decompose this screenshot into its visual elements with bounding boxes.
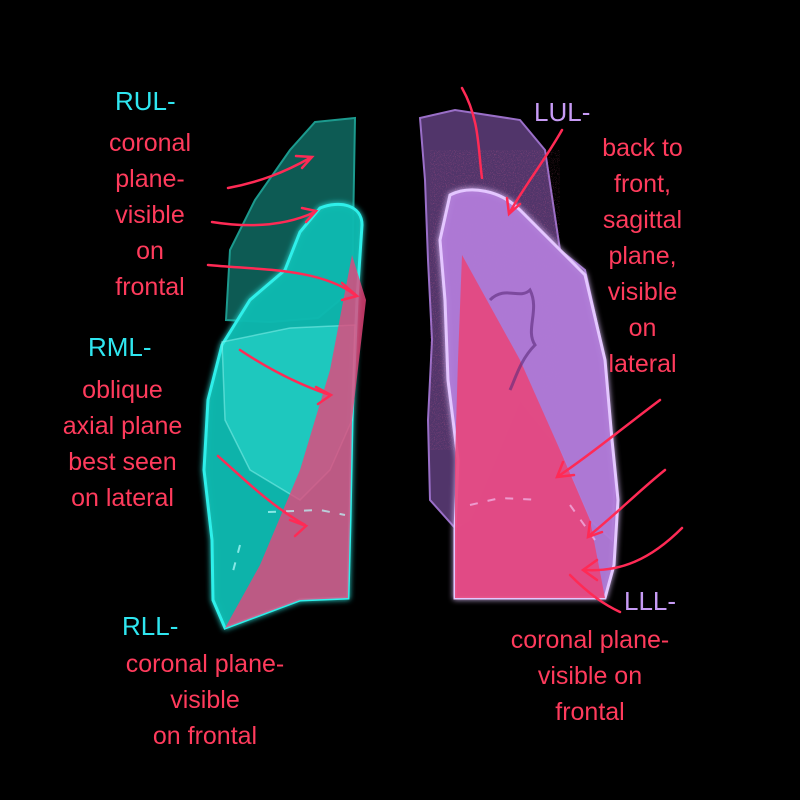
rul-desc-line: visible xyxy=(115,201,185,229)
lll-desc-line: frontal xyxy=(555,698,625,726)
rul-desc-line: coronal xyxy=(109,129,191,157)
lll-desc-line: visible on xyxy=(537,662,643,690)
rml-description: oblique axial plane best seen on lateral xyxy=(45,372,200,516)
rll-description: coronal plane- visible on frontal xyxy=(100,646,310,754)
rul-desc-line: on xyxy=(136,237,164,265)
lul-desc-line: plane, xyxy=(608,242,677,270)
rul-title: RUL- xyxy=(115,86,176,116)
rml-desc-line: oblique xyxy=(82,376,163,404)
right-fissure-dashes xyxy=(231,508,346,576)
rml-desc-line: best seen xyxy=(68,448,177,476)
rml-desc-line: on lateral xyxy=(71,484,174,512)
lul-desc-line: on xyxy=(628,314,657,342)
rll-desc-line: visible xyxy=(170,686,240,714)
lul-desc-line: back to xyxy=(602,134,683,162)
rul-desc-line: frontal xyxy=(115,273,185,301)
lul-desc-line: lateral xyxy=(608,350,677,378)
left-hilum xyxy=(488,287,537,391)
lll-description: coronal plane- visible on frontal xyxy=(485,622,695,730)
left-fissure-dashes xyxy=(469,496,596,541)
rll-desc-line: on frontal xyxy=(152,722,258,750)
lul-desc-line: front, xyxy=(614,170,671,198)
lul-desc-line: visible xyxy=(607,278,678,306)
rml-desc-line: axial plane xyxy=(62,412,183,440)
lll-title: LLL- xyxy=(624,586,677,616)
lll-desc-line: coronal plane- xyxy=(510,626,670,654)
left-lower-lobe-plane xyxy=(455,255,605,598)
rul-desc-line: plane- xyxy=(115,165,185,193)
rll-desc-line: coronal plane- xyxy=(125,650,285,678)
lul-description: back to front, sagittal plane, visible o… xyxy=(580,130,705,382)
rml-title: RML- xyxy=(88,332,152,362)
rll-title: RLL- xyxy=(122,611,179,641)
arrows xyxy=(206,86,684,614)
lul-desc-line: sagittal xyxy=(602,206,683,234)
rul-description: coronal plane- visible on frontal xyxy=(90,125,210,305)
lul-title: LUL- xyxy=(534,97,591,127)
right-lower-lobe-plane xyxy=(225,255,366,628)
